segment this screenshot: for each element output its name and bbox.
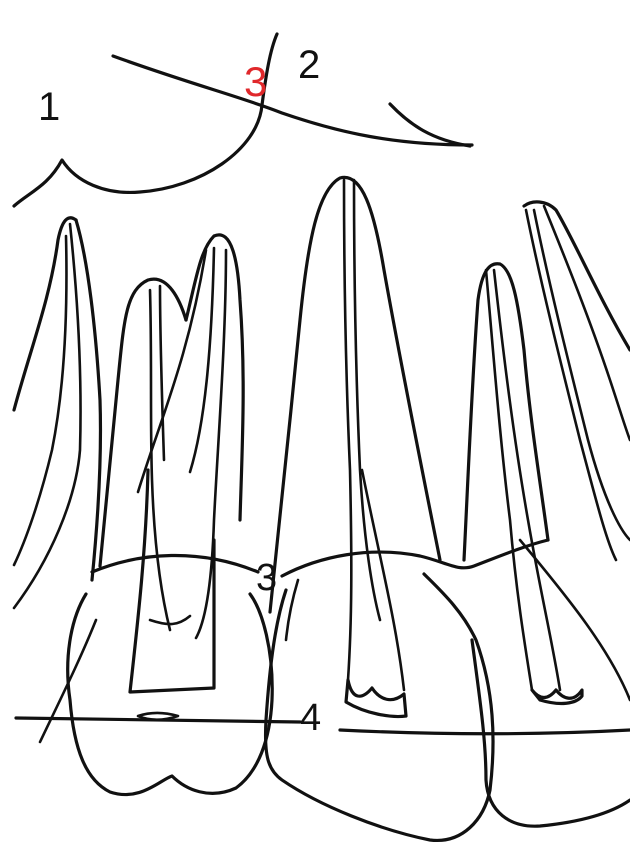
label-occlusal-plane: 4 [300, 697, 321, 739]
second-premolar [263, 175, 495, 842]
anatomy-outlines [12, 32, 474, 208]
molar-crown [470, 638, 630, 828]
labels: 1 2 3 3 4 [38, 43, 321, 739]
molar-pulp [530, 688, 584, 706]
nasal-floor-hook [388, 102, 472, 148]
second-premolar-pulp [344, 678, 408, 719]
label-maxillary-sinus: 1 [38, 85, 60, 129]
first-premolar [66, 233, 274, 797]
nasal-floor-line [111, 54, 474, 147]
first-premolar-crown [66, 592, 274, 797]
second-premolar-crown [263, 572, 495, 842]
reference-lines [14, 538, 630, 744]
maxillary-sinus-floor [12, 32, 279, 208]
label-cej-line: 3 [256, 557, 277, 599]
occlusal-line [14, 716, 630, 736]
label-inverted-y-line: 3 [244, 58, 267, 105]
canine-root-partial [12, 216, 103, 610]
label-nasal-floor: 2 [298, 43, 320, 87]
cej-line [90, 538, 550, 578]
mandible-lower-edge [38, 618, 98, 744]
molar-right [462, 200, 630, 828]
first-premolar-pulp [128, 468, 216, 694]
teeth [12, 175, 630, 842]
